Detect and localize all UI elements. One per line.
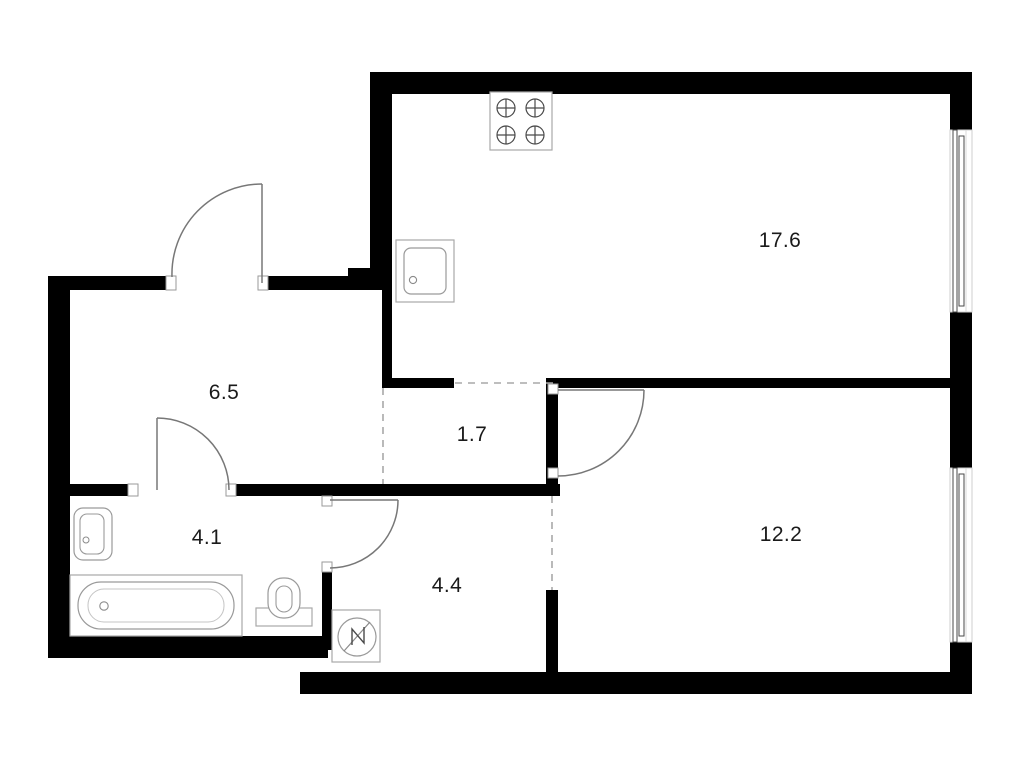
- wall-bathroom-top-right: [232, 484, 560, 496]
- door-bedroom: [547, 383, 645, 479]
- room-area-label-kitchen-living: 17.6: [758, 229, 802, 252]
- bathroom-sink-icon: [73, 507, 113, 561]
- room-area-label-bedroom: 12.2: [759, 523, 803, 546]
- fixtures-group: [69, 91, 553, 663]
- wall-corridor-left: [322, 570, 332, 650]
- wall-top-exterior: [370, 72, 972, 94]
- door-bathroom: [127, 417, 237, 497]
- wall-right-exterior-top: [950, 72, 972, 132]
- wall-closet-bedroom: [546, 378, 558, 486]
- entry-door: [165, 183, 269, 291]
- wall-right-exterior-mid: [950, 310, 972, 470]
- wall-bottom-left-exterior: [48, 636, 328, 658]
- wall-hall-top-left: [48, 276, 170, 290]
- wall-left-exterior: [48, 276, 70, 658]
- room-area-label-closet: 1.7: [456, 423, 488, 446]
- windows-group: [949, 129, 973, 643]
- wall-closet-top-left: [382, 378, 454, 388]
- window-kitchen-living: [949, 129, 973, 313]
- wall-kitchen-bedroom-divider: [556, 378, 972, 388]
- door-corridor: [321, 495, 399, 573]
- room-area-label-corridor: 4.4: [431, 574, 463, 597]
- room-area-label-bathroom: 4.1: [191, 526, 223, 549]
- wall-kitchen-left-lower: [382, 290, 392, 380]
- stove-cooktop-icon: [489, 91, 553, 151]
- wall-corridor-bedroom: [546, 590, 558, 674]
- walls-group: [48, 72, 972, 694]
- wall-bathroom-top-left: [62, 484, 134, 496]
- window-bedroom: [949, 467, 973, 643]
- washing-machine-icon: [331, 609, 381, 663]
- toilet-icon: [255, 577, 313, 627]
- doors-group: [127, 183, 645, 573]
- wall-bottom-right-exterior: [300, 672, 972, 694]
- kitchen-sink-icon: [395, 239, 455, 303]
- openings-group: [382, 382, 556, 590]
- room-area-label-hall: 6.5: [208, 381, 240, 404]
- wall-kitchen-left-upper: [370, 72, 392, 290]
- wall-hall-top-right: [265, 276, 360, 290]
- bathtub-icon: [69, 574, 243, 637]
